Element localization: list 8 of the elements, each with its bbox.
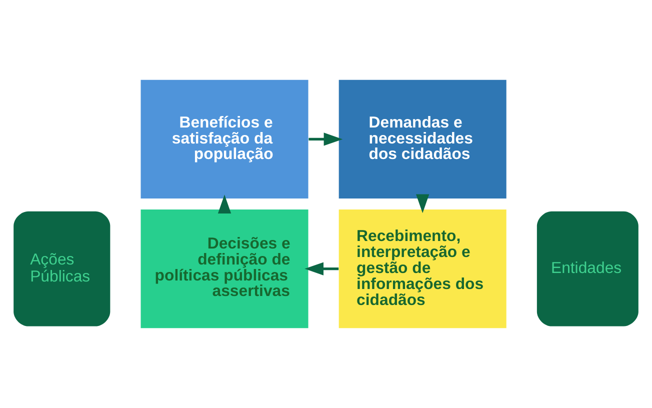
arrow (218, 194, 232, 214)
arrow (304, 262, 339, 276)
node-box: Entidades (536, 211, 638, 326)
node-box: Ações Públicas (14, 211, 110, 326)
arrow (416, 194, 430, 214)
node-box: Recebimento, interpretação e gestão de informações dos cidadãos (338, 210, 506, 328)
node-box: Benefícios e satisfação da população (140, 80, 308, 198)
arrow (308, 132, 343, 146)
